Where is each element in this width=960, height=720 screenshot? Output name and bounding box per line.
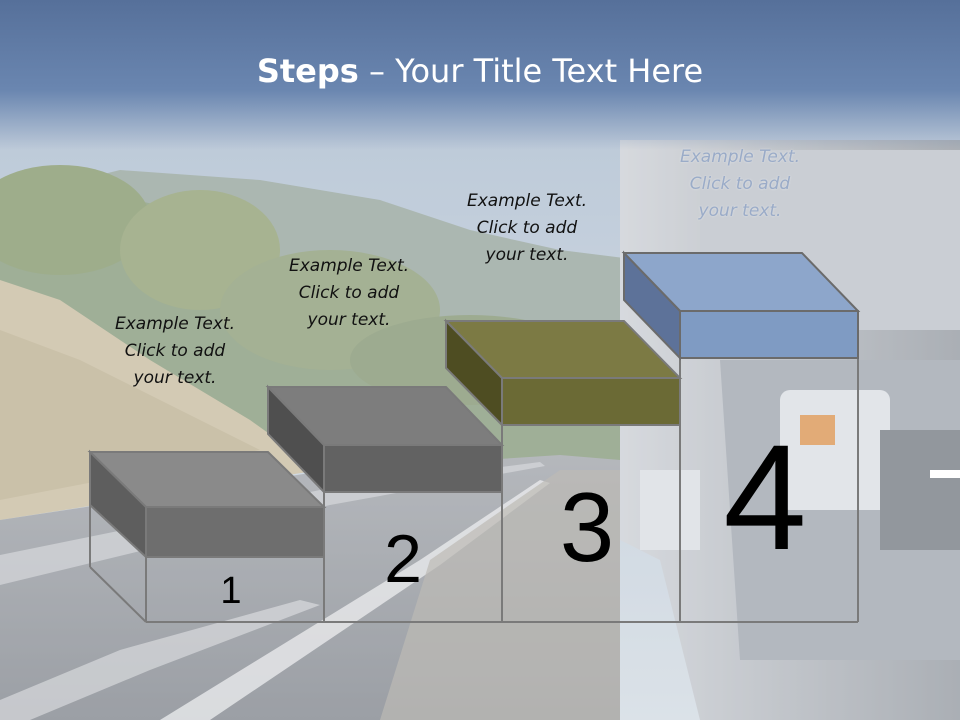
step-1-number: 1	[220, 570, 242, 612]
step-3-caption[interactable]: Example Text. Click to add your text.	[442, 188, 612, 269]
step-2-caption[interactable]: Example Text. Click to add your text.	[264, 253, 434, 334]
step-4-number: 4	[723, 413, 807, 581]
caption-line: your text.	[133, 368, 217, 388]
step-1-caption[interactable]: Example Text. Click to add your text.	[90, 311, 260, 392]
caption-line: Example Text.	[466, 191, 588, 211]
caption-line: Click to add	[298, 283, 400, 303]
title-bar	[0, 0, 960, 150]
caption-line: Example Text.	[114, 314, 236, 334]
title-bold: Steps	[256, 52, 359, 90]
step-3-block[interactable]	[443, 318, 683, 428]
step-4-block[interactable]	[621, 250, 861, 361]
caption-line: Click to add	[124, 341, 226, 361]
step-1-block[interactable]	[87, 449, 327, 560]
step-3-number: 3	[559, 472, 615, 582]
caption-line: Example Text.	[288, 256, 410, 276]
step-2-block[interactable]	[265, 384, 505, 495]
caption-line: your text.	[485, 245, 569, 265]
caption-line: Click to add	[476, 218, 578, 238]
title-rest: – Your Title Text Here	[358, 52, 704, 90]
caption-line: Example Text.	[679, 147, 801, 167]
step-4-caption[interactable]: Example Text. Click to add your text.	[655, 144, 825, 225]
caption-line: Click to add	[689, 174, 791, 194]
slide-title[interactable]: Steps – Your Title Text Here	[0, 52, 960, 90]
caption-line: your text.	[698, 201, 782, 221]
step-2-number: 2	[384, 521, 422, 597]
caption-line: your text.	[307, 310, 391, 330]
